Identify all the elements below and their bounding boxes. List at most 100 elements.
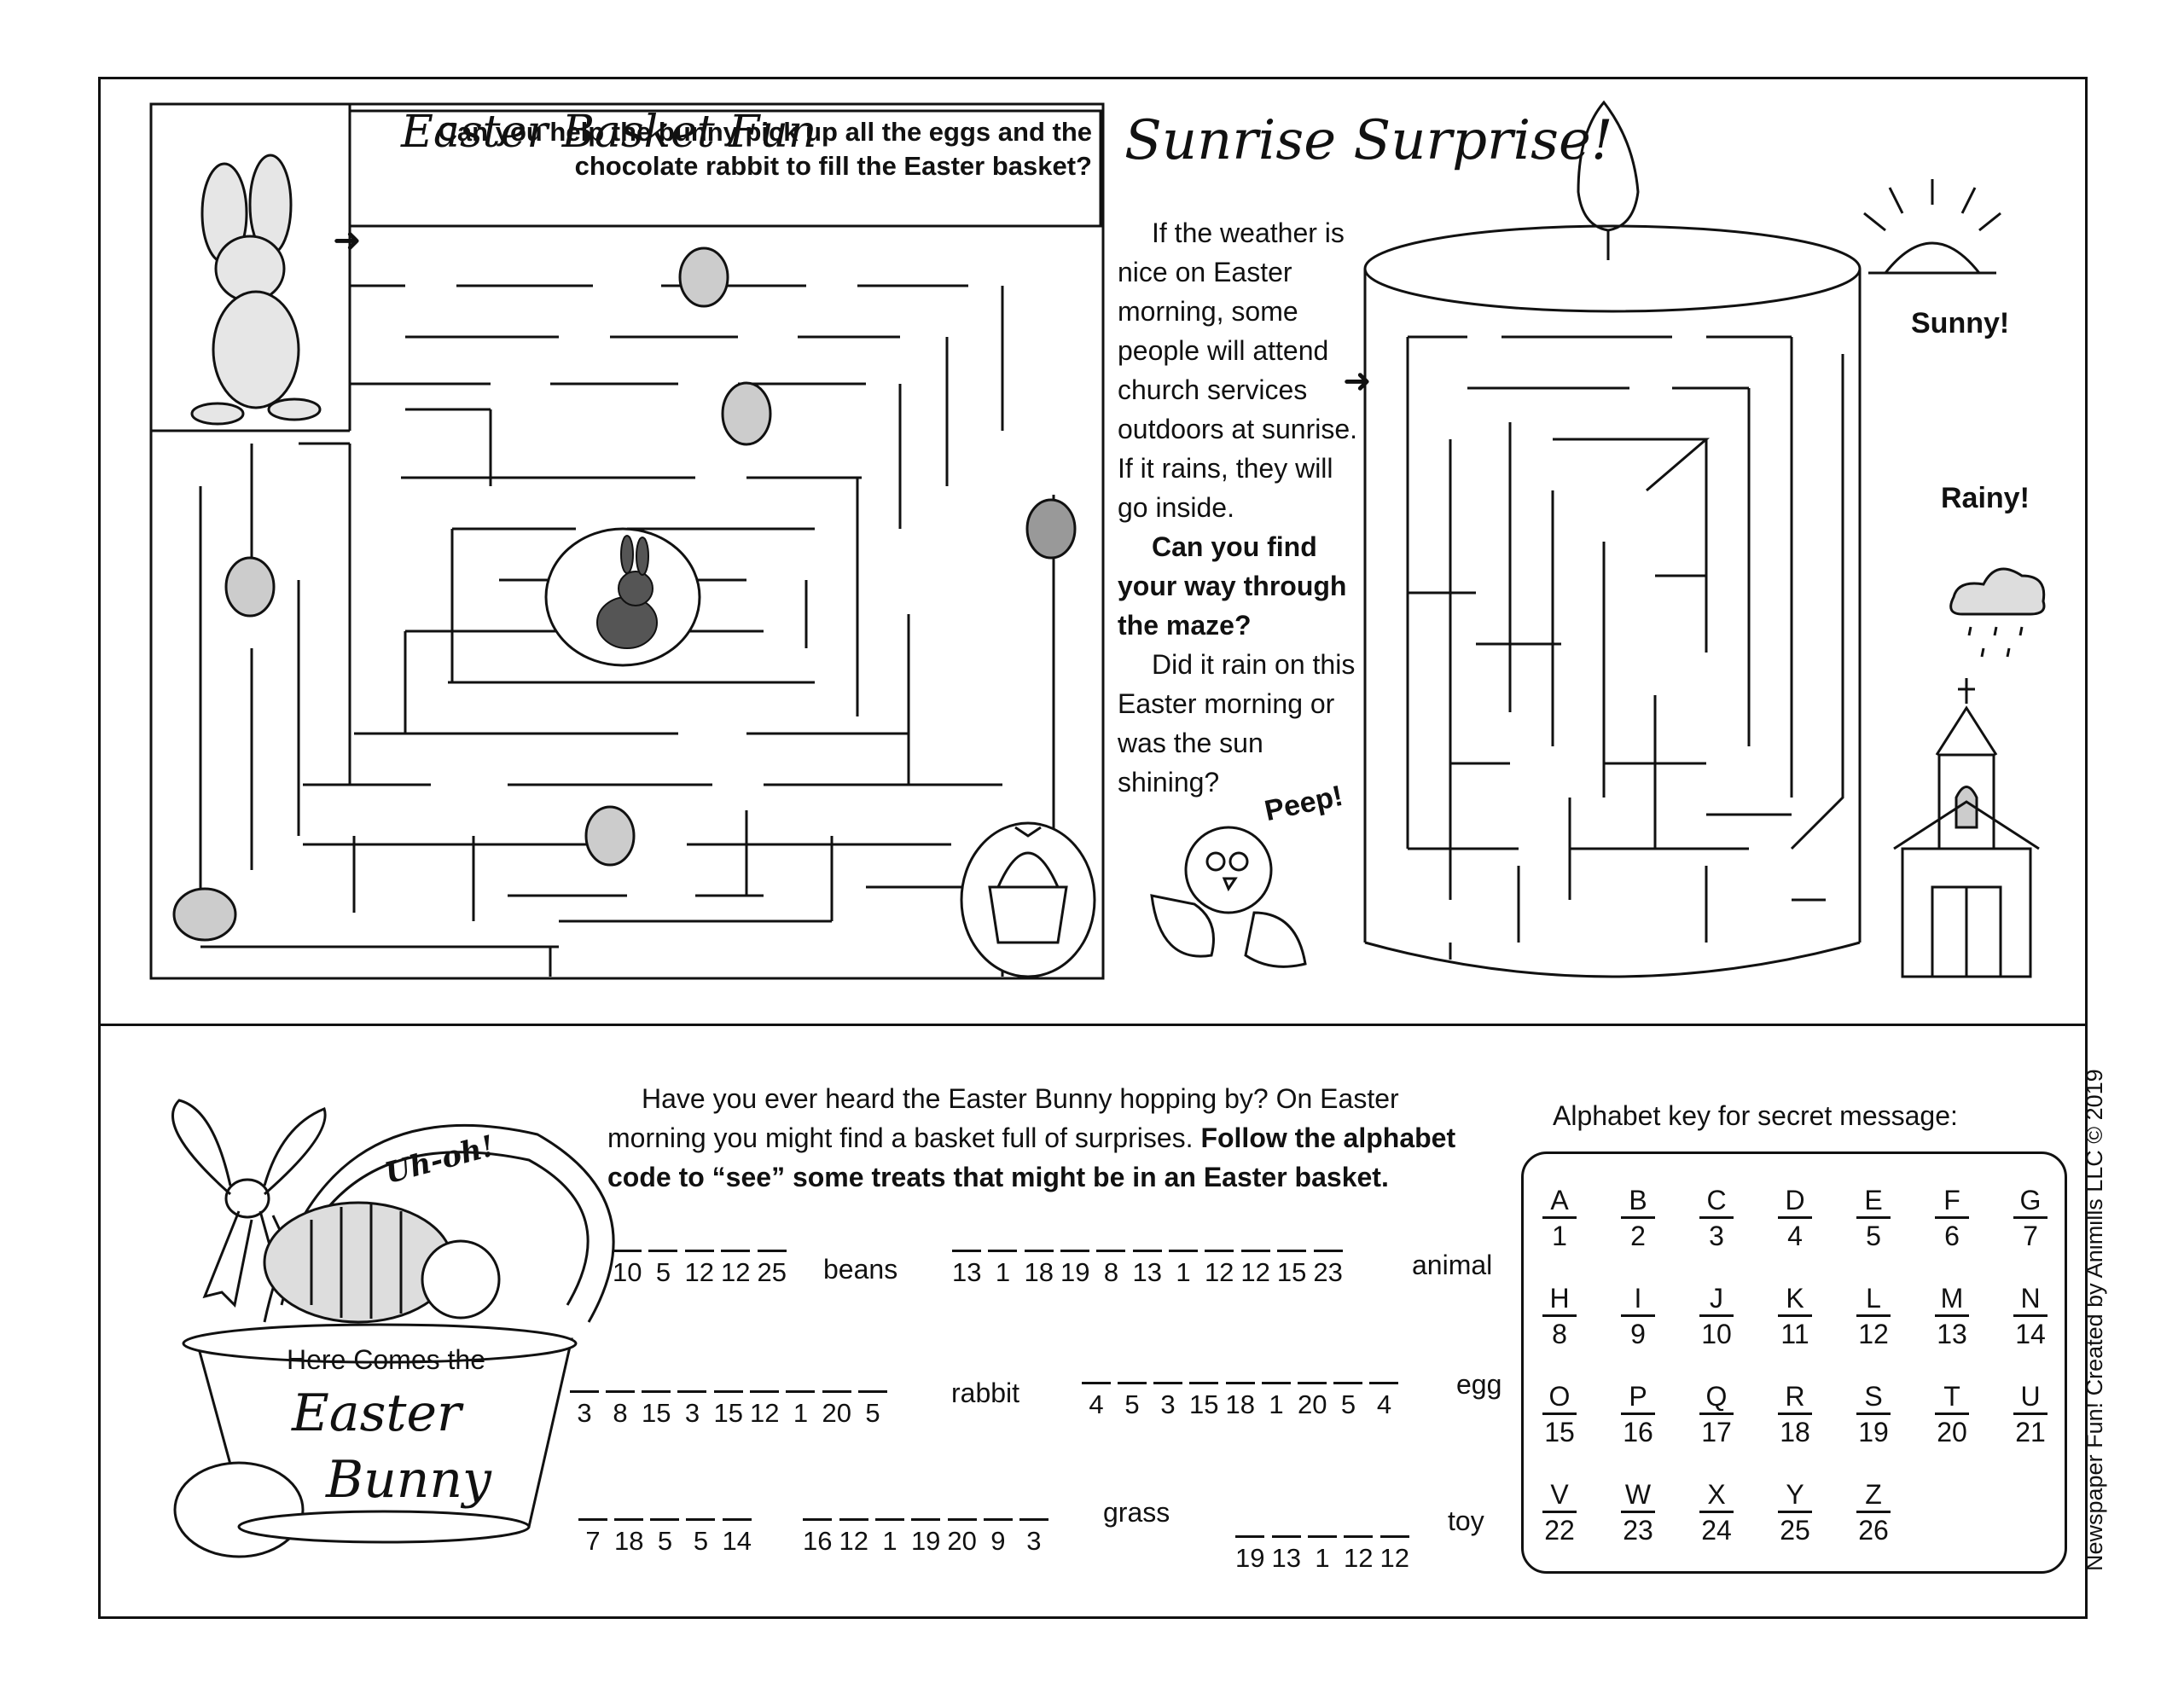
letter-blank[interactable] (614, 1518, 644, 1521)
letter-blank[interactable] (677, 1390, 707, 1393)
puzzle-letter[interactable]: 12 (839, 1518, 868, 1557)
puzzle-letter[interactable]: 5 (648, 1250, 678, 1288)
puzzle-letter[interactable]: 23 (1313, 1250, 1343, 1288)
letter-blank[interactable] (1380, 1535, 1409, 1538)
puzzle-letter[interactable]: 20 (947, 1518, 977, 1557)
puzzle-letter[interactable]: 1 (1261, 1382, 1291, 1420)
puzzle-letter[interactable]: 5 (650, 1518, 680, 1557)
letter-blank[interactable] (757, 1250, 787, 1252)
puzzle-letter[interactable]: 12 (750, 1390, 779, 1429)
letter-blank[interactable] (1024, 1250, 1054, 1252)
letter-blank[interactable] (1307, 1535, 1337, 1538)
letter-blank[interactable] (952, 1250, 982, 1252)
letter-blank[interactable] (713, 1390, 743, 1393)
puzzle-letter[interactable]: 1 (988, 1250, 1018, 1288)
puzzle-letter[interactable]: 18 (614, 1518, 643, 1557)
letter-blank[interactable] (988, 1250, 1018, 1252)
puzzle-letter[interactable]: 10 (613, 1250, 642, 1288)
letter-blank[interactable] (1240, 1250, 1270, 1252)
puzzle-letter[interactable]: 4 (1082, 1382, 1111, 1420)
puzzle-letter[interactable]: 3 (677, 1390, 707, 1429)
puzzle-letter[interactable]: 18 (1024, 1250, 1054, 1288)
letter-blank[interactable] (1019, 1518, 1048, 1521)
letter-blank[interactable] (721, 1250, 751, 1252)
letter-blank[interactable] (1132, 1250, 1162, 1252)
letter-blank[interactable] (1060, 1250, 1090, 1252)
puzzle-letter[interactable]: 15 (1277, 1250, 1306, 1288)
letter-blank[interactable] (578, 1518, 607, 1521)
puzzle-letter[interactable]: 12 (721, 1250, 750, 1288)
puzzle-letter[interactable]: 12 (1205, 1250, 1234, 1288)
letter-blank[interactable] (684, 1250, 714, 1252)
letter-blank[interactable] (839, 1518, 868, 1521)
letter-blank[interactable] (613, 1250, 642, 1252)
puzzle-letter[interactable]: 9 (983, 1518, 1013, 1557)
puzzle-letter[interactable]: 15 (713, 1390, 743, 1429)
puzzle-letter[interactable]: 12 (1380, 1535, 1409, 1574)
letter-blank[interactable] (1235, 1535, 1265, 1538)
puzzle-letter[interactable]: 13 (1132, 1250, 1162, 1288)
puzzle-letter[interactable]: 18 (1225, 1382, 1255, 1420)
puzzle-letter[interactable]: 3 (1153, 1382, 1182, 1420)
letter-blank[interactable] (1168, 1250, 1198, 1252)
puzzle-letter[interactable]: 15 (1189, 1382, 1218, 1420)
letter-blank[interactable] (1298, 1382, 1327, 1384)
letter-blank[interactable] (606, 1390, 635, 1393)
puzzle-letter[interactable]: 20 (1298, 1382, 1327, 1420)
letter-blank[interactable] (1189, 1382, 1219, 1384)
letter-blank[interactable] (786, 1390, 816, 1393)
puzzle-letter[interactable]: 19 (1235, 1535, 1264, 1574)
letter-blank[interactable] (947, 1518, 977, 1521)
letter-blank[interactable] (1225, 1382, 1255, 1384)
puzzle-letter[interactable]: 1 (1168, 1250, 1198, 1288)
puzzle-letter[interactable]: 12 (684, 1250, 714, 1288)
puzzle-letter[interactable]: 13 (952, 1250, 981, 1288)
letter-blank[interactable] (1261, 1382, 1291, 1384)
letter-blank[interactable] (911, 1518, 941, 1521)
letter-blank[interactable] (1344, 1535, 1374, 1538)
letter-blank[interactable] (857, 1390, 887, 1393)
letter-blank[interactable] (822, 1390, 851, 1393)
puzzle-letter[interactable]: 1 (786, 1390, 816, 1429)
letter-blank[interactable] (648, 1250, 678, 1252)
puzzle-letter[interactable]: 15 (642, 1390, 671, 1429)
letter-blank[interactable] (1369, 1382, 1399, 1384)
puzzle-letter[interactable]: 3 (570, 1390, 599, 1429)
letter-blank[interactable] (570, 1390, 599, 1393)
puzzle-letter[interactable]: 8 (606, 1390, 635, 1429)
puzzle-letter[interactable]: 19 (1060, 1250, 1089, 1288)
letter-blank[interactable] (1096, 1250, 1126, 1252)
puzzle-letter[interactable]: 3 (1019, 1518, 1048, 1557)
puzzle-letter[interactable]: 25 (757, 1250, 787, 1288)
letter-blank[interactable] (722, 1518, 752, 1521)
letter-blank[interactable] (1118, 1382, 1147, 1384)
letter-blank[interactable] (1205, 1250, 1234, 1252)
puzzle-letter[interactable]: 5 (857, 1390, 887, 1429)
letter-blank[interactable] (803, 1518, 833, 1521)
puzzle-letter[interactable]: 1 (874, 1518, 904, 1557)
puzzle-letter[interactable]: 5 (1333, 1382, 1363, 1420)
puzzle-letter[interactable]: 12 (1344, 1535, 1373, 1574)
letter-blank[interactable] (1082, 1382, 1111, 1384)
letter-blank[interactable] (1333, 1382, 1363, 1384)
puzzle-letter[interactable]: 5 (1118, 1382, 1147, 1420)
puzzle-letter[interactable]: 1 (1307, 1535, 1337, 1574)
puzzle-letter[interactable]: 8 (1096, 1250, 1126, 1288)
puzzle-letter[interactable]: 12 (1240, 1250, 1270, 1288)
letter-blank[interactable] (1153, 1382, 1182, 1384)
puzzle-letter[interactable]: 7 (578, 1518, 607, 1557)
letter-blank[interactable] (642, 1390, 671, 1393)
puzzle-letter[interactable]: 4 (1369, 1382, 1399, 1420)
letter-blank[interactable] (874, 1518, 904, 1521)
puzzle-letter[interactable]: 13 (1271, 1535, 1301, 1574)
letter-blank[interactable] (983, 1518, 1013, 1521)
letter-blank[interactable] (650, 1518, 680, 1521)
letter-blank[interactable] (1277, 1250, 1307, 1252)
letter-blank[interactable] (686, 1518, 716, 1521)
letter-blank[interactable] (1313, 1250, 1343, 1252)
puzzle-letter[interactable]: 20 (822, 1390, 851, 1429)
puzzle-letter[interactable]: 16 (803, 1518, 832, 1557)
letter-blank[interactable] (750, 1390, 780, 1393)
puzzle-letter[interactable]: 14 (722, 1518, 752, 1557)
letter-blank[interactable] (1271, 1535, 1301, 1538)
